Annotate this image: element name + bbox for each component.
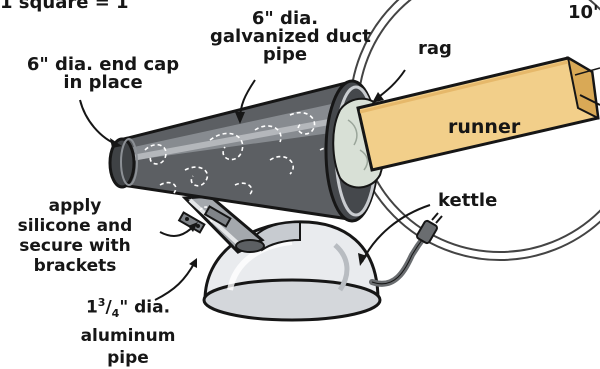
duct-pipe-label: 6" dia. galvanized duct pipe [210, 10, 360, 64]
silicone-line-2: silicone and [0, 216, 150, 236]
aluminum-pipe-line-1: 13/4" dia. [58, 292, 198, 325]
aluminum-pipe-line-3: pipe [58, 347, 198, 369]
aluminum-pipe-label: 13/4" dia. aluminum pipe [58, 292, 198, 369]
silicone-line-3: secure with [0, 236, 150, 256]
runner-board [358, 58, 600, 170]
kettle-cord [372, 213, 442, 284]
runner-label: runner [448, 118, 520, 137]
aluminum-pipe-rest: " dia. [119, 298, 170, 318]
silicone-line-1: apply [0, 196, 150, 216]
aluminum-pipe-numerator: 3 [98, 296, 106, 309]
corner-length-label: 10' [568, 4, 599, 22]
rag-label: rag [418, 40, 452, 58]
silicone-label: apply silicone and secure with brackets [0, 196, 150, 276]
aluminum-pipe-whole: 1 [86, 298, 98, 318]
aluminum-pipe-line-2: aluminum [58, 325, 198, 347]
duct-pipe-line-3: pipe [210, 46, 360, 64]
end-cap-label: 6" dia. end cap in place [18, 56, 188, 92]
kettle-label: kettle [438, 192, 497, 210]
silicone-line-4: brackets [0, 256, 150, 276]
scale-note: 1 square = 1 [0, 0, 129, 12]
end-cap-line-2: in place [18, 74, 188, 92]
